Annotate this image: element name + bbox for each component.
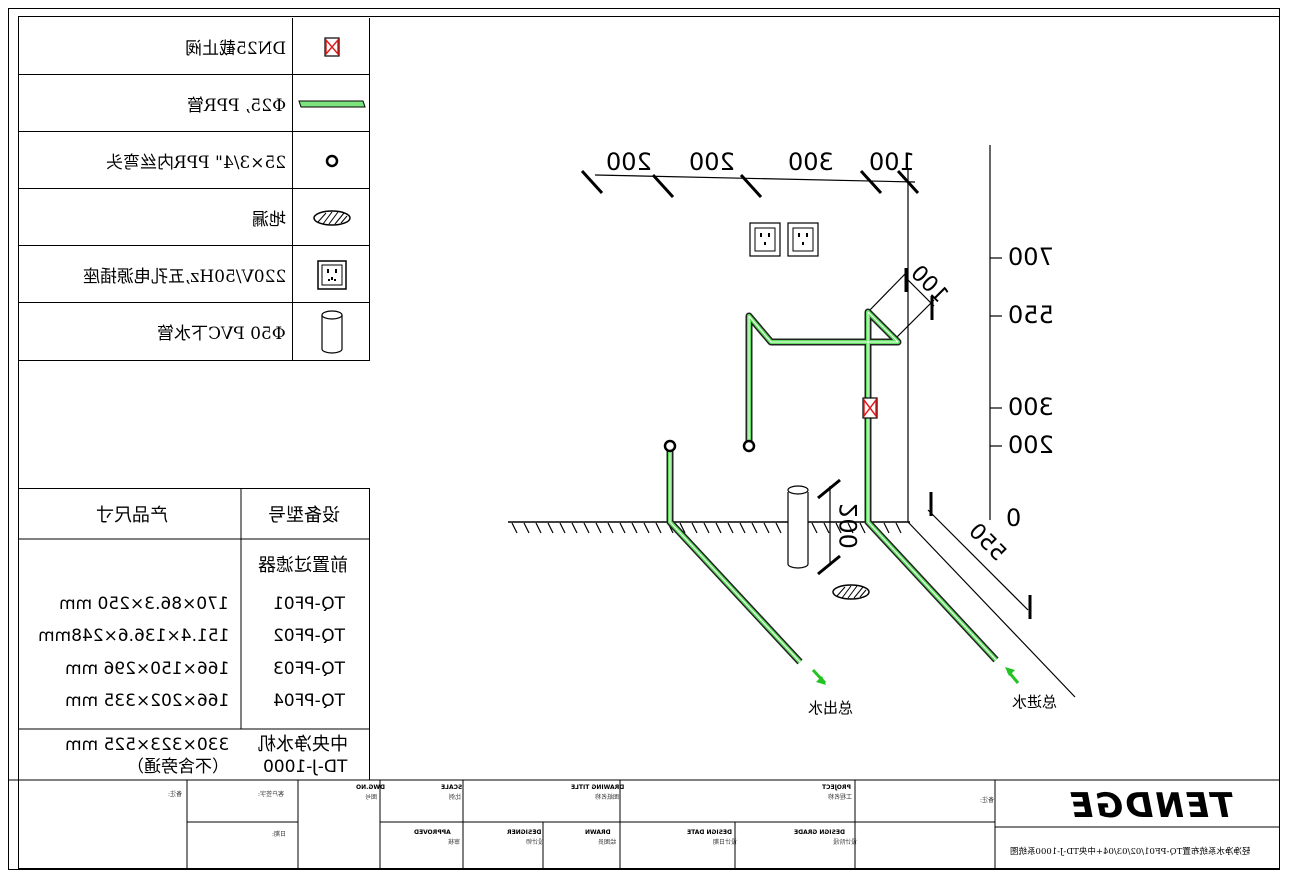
floor-drain-icon: [832, 584, 870, 600]
project-cn: 工程名称: [828, 794, 853, 801]
vertical-dim-label: 300: [1008, 393, 1054, 421]
floor-drain-icon: [312, 209, 351, 226]
customer-sign-label: 客户签字:: [258, 791, 285, 798]
ppr-pipe: [745, 308, 999, 663]
designer-cn: 设计师: [526, 839, 545, 846]
designer-label: DESIGNER: [507, 829, 542, 836]
drawn-label: DRAWN: [585, 829, 611, 836]
drain-pipe-icon: [320, 309, 343, 354]
scale-cn: 比例: [449, 794, 462, 801]
notes-small: 备注:: [980, 797, 995, 804]
drain-pipe-icon: [787, 485, 809, 569]
dwg-no-label: DWG.NO: [356, 784, 385, 791]
dim-label: 100: [869, 148, 915, 176]
legend-row: 25×3/4" PPR内丝弯头: [18, 132, 370, 189]
legend-row: 220V/50Hz,五孔电源插座: [18, 246, 370, 303]
date-label: 日期:: [272, 831, 287, 838]
dim-label: 200: [689, 148, 735, 176]
approved-label: APPROVED: [414, 829, 451, 836]
legend-row: Φ25, PPR管: [18, 75, 370, 132]
elbow-icon: [742, 439, 756, 453]
scale-label: SCALE: [441, 784, 463, 791]
inlet-arrow: [1005, 667, 1020, 684]
drawing-frame: [18, 16, 1280, 869]
legend-table: [18, 18, 370, 361]
legend-row: Φ50 PVC下水管: [18, 303, 370, 360]
design-date-cn: 设计日期: [713, 839, 738, 846]
dim-label: 200: [606, 148, 652, 176]
socket-icon: [316, 259, 347, 290]
valve-icon: [323, 36, 340, 57]
drawing-caption: 轻净净水系统布置TQ-PF01/02/03/04+中央TD-J-1000系统图: [1010, 847, 1251, 857]
drain-dim-label: 200: [834, 503, 863, 549]
approved-cn: 审核: [448, 839, 461, 846]
remark-label: 备注:: [168, 791, 183, 798]
design-date-label: DESIGN DATE: [687, 829, 733, 836]
drawing-title-label: DRAWING TITLE: [571, 784, 625, 791]
legend-row: DN25截止阀: [18, 18, 370, 75]
vertical-dim-label: 200: [1008, 431, 1054, 459]
vertical-dim-label: 550: [1008, 301, 1054, 329]
ppr-pipe: [666, 446, 803, 665]
outlet-arrow: [811, 668, 827, 685]
elbow-icon: [663, 439, 677, 453]
company-logo: TENDGE: [1068, 786, 1235, 826]
drawing-title-cn: 图纸名称: [595, 794, 620, 801]
design-grade-label: DESIGN GRADE: [794, 829, 845, 836]
project-label: PROJECT: [822, 784, 851, 791]
vertical-dim-label: 700: [1008, 243, 1054, 271]
legend-row: 地漏: [18, 189, 370, 246]
outlet-label: 总出水: [808, 699, 854, 717]
dim-label: 300: [788, 148, 834, 176]
inlet-label: 总进水: [1012, 693, 1058, 711]
dwg-no-cn: 图号: [365, 794, 378, 801]
spec-table: 设备型号 产品尺寸 前置过滤器 TQ-PF01 170×86.3×250 mm …: [18, 488, 370, 780]
drawn-cn: 绘图员: [598, 839, 617, 846]
vertical-dim-label: 0: [1006, 504, 1022, 532]
pipe-icon: [297, 100, 366, 107]
valve-icon: [862, 397, 878, 419]
elbow-icon: [325, 154, 338, 167]
socket-icon: [787, 222, 819, 257]
socket-icon: [749, 222, 781, 257]
design-grade-cn: 设计阶段: [833, 839, 858, 846]
